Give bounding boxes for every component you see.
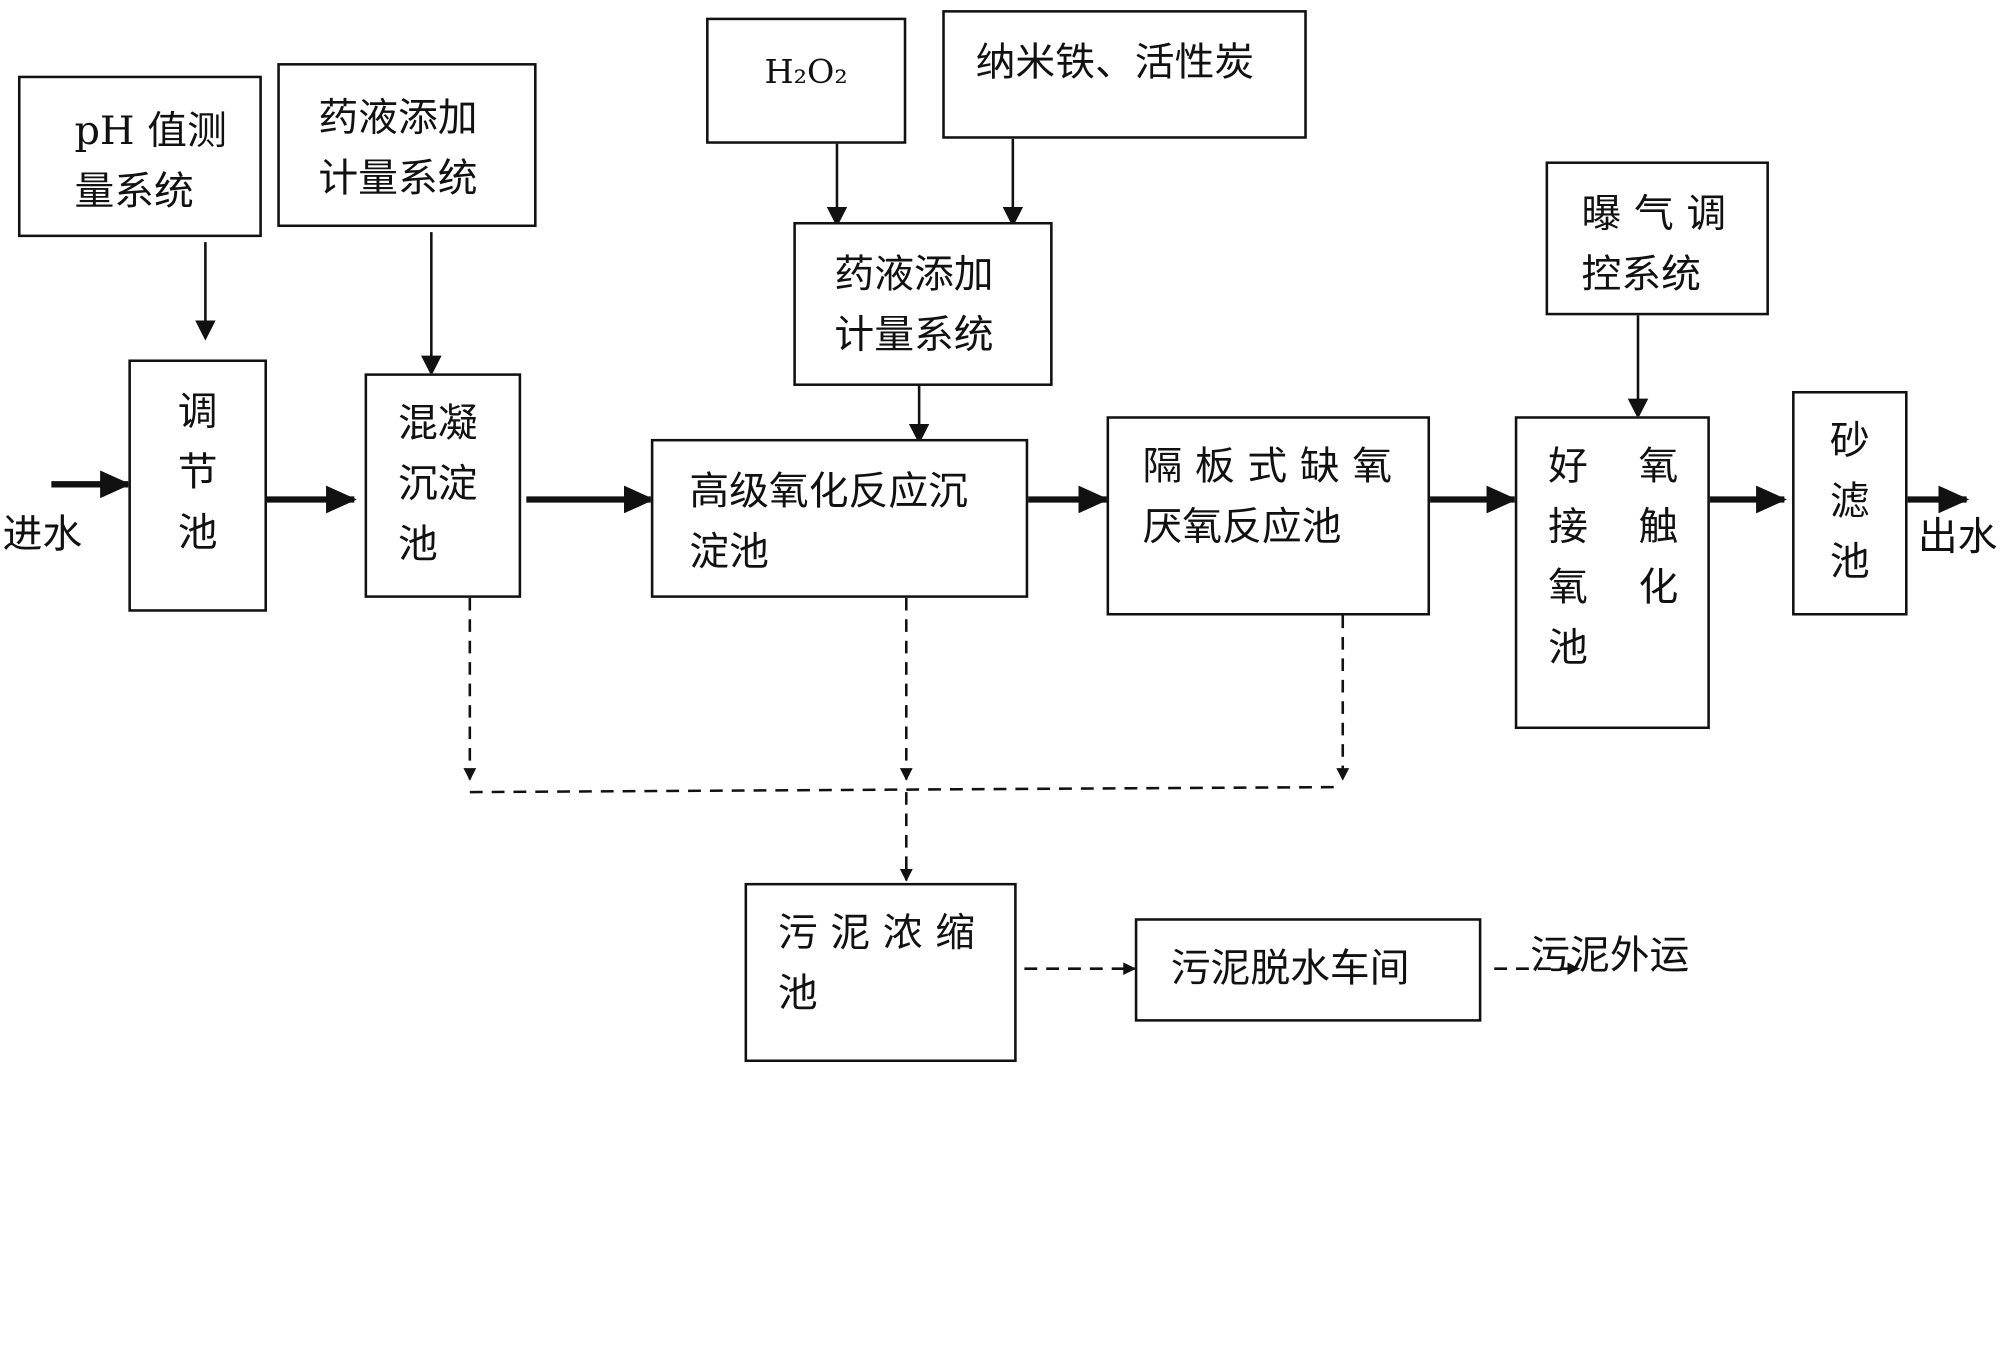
sand-filter-box: 砂 滤 池 bbox=[1792, 391, 1908, 616]
sand-filter-line2: 滤 bbox=[1829, 479, 1870, 525]
sludge-dewatering-label: 污泥脱水车间 bbox=[1170, 945, 1410, 992]
baffled-anoxic-anaerobic-tank-box: 隔 板 式 缺 氧 厌氧反应池 bbox=[1106, 416, 1431, 616]
nano-iron-carbon-label: 纳米铁、活性炭 bbox=[975, 40, 1255, 86]
inlet-label: 进水 bbox=[2, 512, 83, 558]
sludge-collector-line bbox=[469, 785, 1343, 794]
sludge-thickener-box: 污 泥 浓 缩 池 bbox=[744, 882, 1017, 1063]
advanced-oxidation-line1: 高级氧化反应沉 bbox=[689, 469, 968, 515]
h2o2-label: H₂O₂ bbox=[764, 54, 848, 93]
coagulation-tank-line3: 池 bbox=[397, 522, 438, 568]
sludge-dewatering-box: 污泥脱水车间 bbox=[1134, 918, 1482, 1022]
dosing-system-1-line2: 计量系统 bbox=[318, 156, 478, 202]
connector-layer bbox=[51, 138, 1970, 975]
regulating-tank-line1: 调 bbox=[177, 389, 218, 436]
dosing-system-1-line1: 药液添加 bbox=[318, 95, 478, 142]
aeration-control-line1: 曝 气 调 bbox=[1581, 191, 1727, 238]
ph-measurement-line2: 量系统 bbox=[74, 169, 194, 215]
advanced-oxidation-tank-box: 高级氧化反应沉 淀池 bbox=[650, 438, 1029, 598]
dosing-system-box-1: 药液添加 计量系统 bbox=[277, 63, 537, 228]
aerobic-contact-line1: 好 氧 bbox=[1548, 443, 1679, 490]
ph-measurement-box: pH 值测 量系统 bbox=[17, 75, 262, 238]
regulating-tank-line3: 池 bbox=[177, 510, 218, 557]
regulating-tank-box: 调 节 池 bbox=[128, 359, 268, 612]
sand-filter-line1: 砂 bbox=[1829, 418, 1870, 465]
sludge-thickener-line1: 污 泥 浓 缩 bbox=[777, 910, 976, 957]
sludge-out-label: 污泥外运 bbox=[1530, 933, 1690, 979]
aeration-control-box: 曝 气 调 控系统 bbox=[1545, 161, 1769, 316]
coagulation-tank-line2: 沉淀 bbox=[397, 461, 478, 508]
h2o2-box: H₂O₂ bbox=[706, 17, 907, 144]
aerobic-contact-line2: 接 触 bbox=[1548, 504, 1679, 550]
coagulation-tank-line1: 混凝 bbox=[397, 401, 478, 447]
baffled-anoxic-line1: 隔 板 式 缺 氧 bbox=[1142, 443, 1393, 490]
aerobic-contact-line4: 池 bbox=[1548, 625, 1588, 672]
sand-filter-line3: 池 bbox=[1829, 539, 1870, 586]
dosing-system-2-line2: 计量系统 bbox=[834, 312, 994, 359]
sludge-thickener-line2: 池 bbox=[777, 971, 818, 1017]
advanced-oxidation-line2: 淀池 bbox=[689, 529, 769, 576]
outlet-label: 出水 bbox=[1917, 514, 1998, 561]
aerobic-contact-oxidation-tank-box: 好 氧 接 触 氧 化 池 bbox=[1514, 416, 1710, 730]
aeration-control-line2: 控系统 bbox=[1581, 252, 1701, 298]
dosing-system-2-line1: 药液添加 bbox=[834, 252, 994, 298]
coagulation-sedimentation-tank-box: 混凝 沉淀 池 bbox=[364, 373, 522, 598]
baffled-anoxic-line2: 厌氧反应池 bbox=[1142, 504, 1342, 550]
dosing-system-box-2: 药液添加 计量系统 bbox=[793, 221, 1053, 386]
ph-measurement-line1: pH 值测 bbox=[74, 108, 227, 154]
regulating-tank-line2: 节 bbox=[177, 450, 218, 496]
nano-iron-carbon-box: 纳米铁、活性炭 bbox=[942, 10, 1307, 139]
aerobic-contact-line3: 氧 化 bbox=[1548, 565, 1679, 611]
